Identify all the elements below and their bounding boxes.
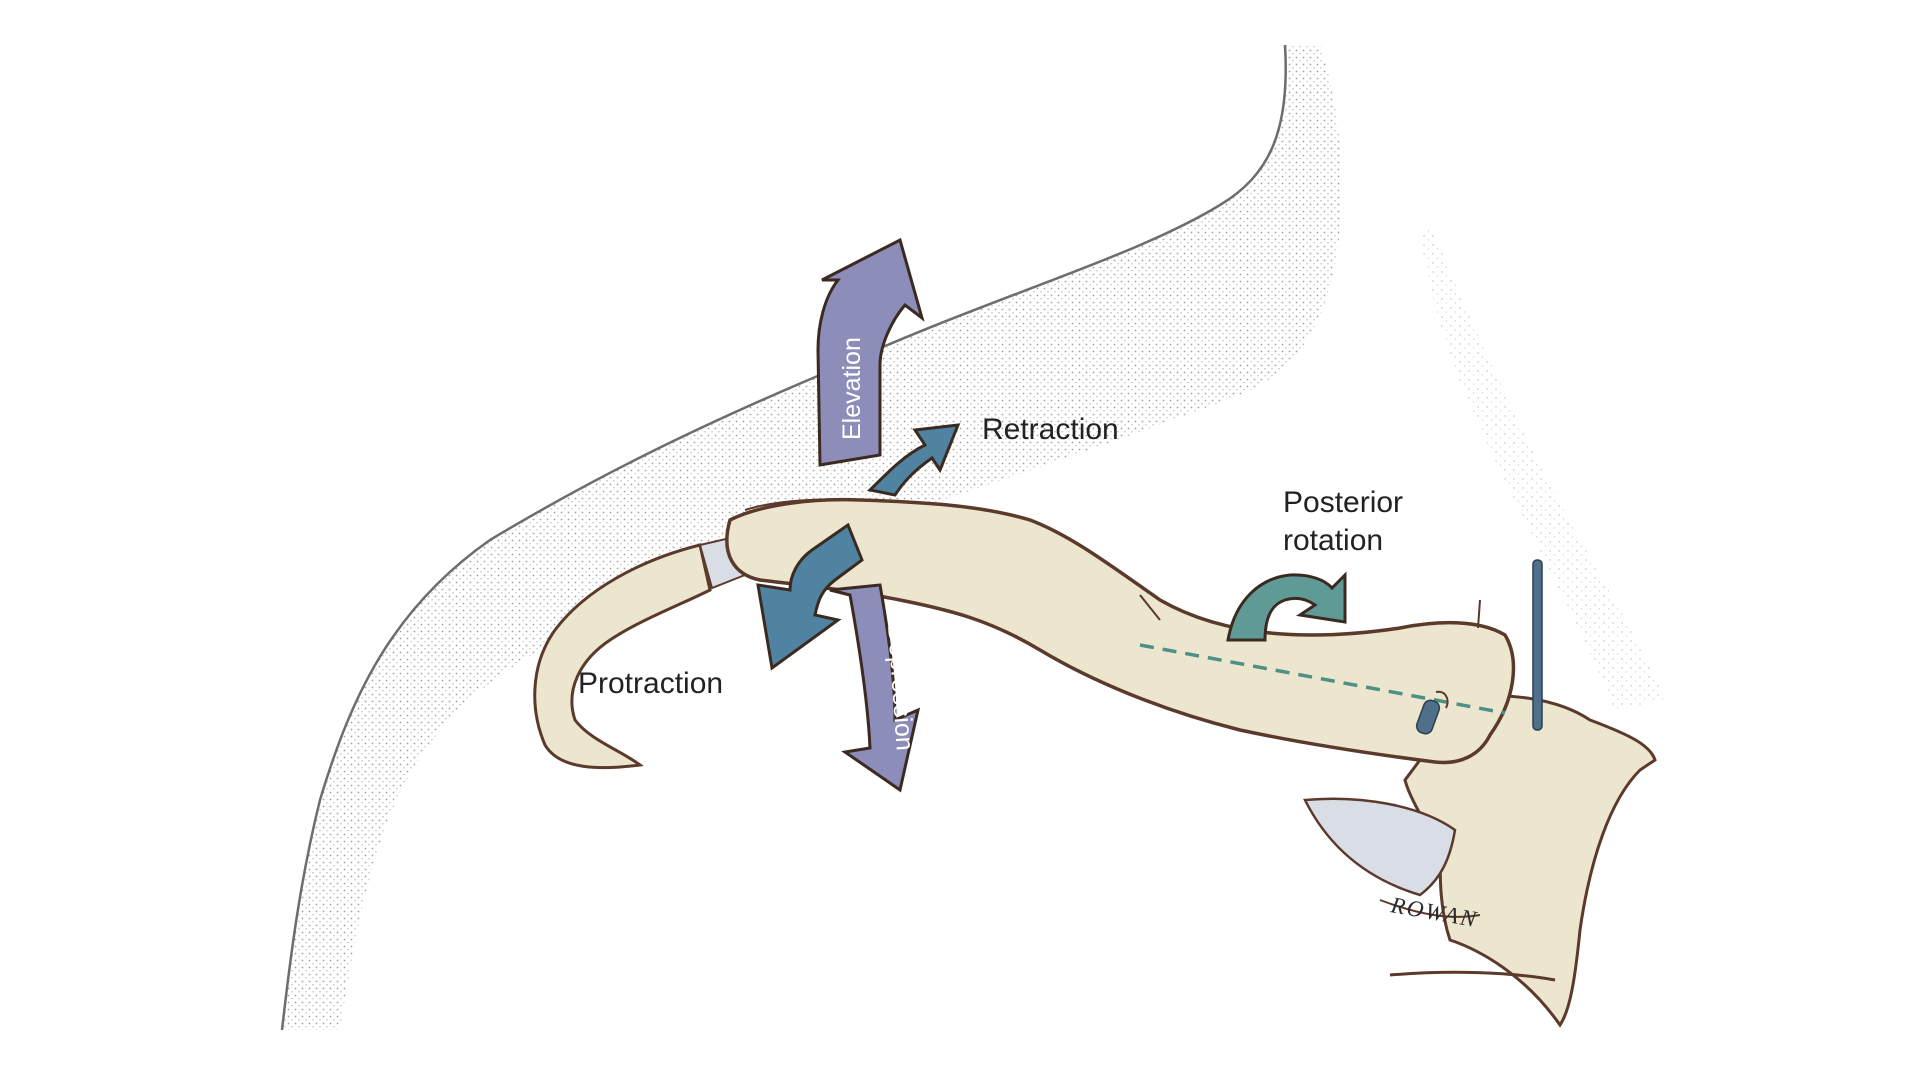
protraction-label: Protraction [578, 667, 723, 700]
depression-arrow: Depression [829, 583, 921, 793]
retraction-label: Retraction [982, 413, 1119, 446]
protraction-arrow [756, 522, 864, 671]
posterior-rotation-arrow [1226, 571, 1347, 642]
posterior-rotation-label-line1: Posterior [1283, 486, 1403, 519]
posterior-rotation-label-line2: rotation [1283, 524, 1383, 557]
elevation-label: Elevation [838, 337, 866, 440]
elevation-arrow: Elevation [816, 237, 925, 467]
neck-stipple [1420, 225, 1665, 710]
retraction-arrow [866, 423, 961, 497]
sternum [1303, 694, 1657, 1028]
clavicle [725, 497, 1543, 765]
